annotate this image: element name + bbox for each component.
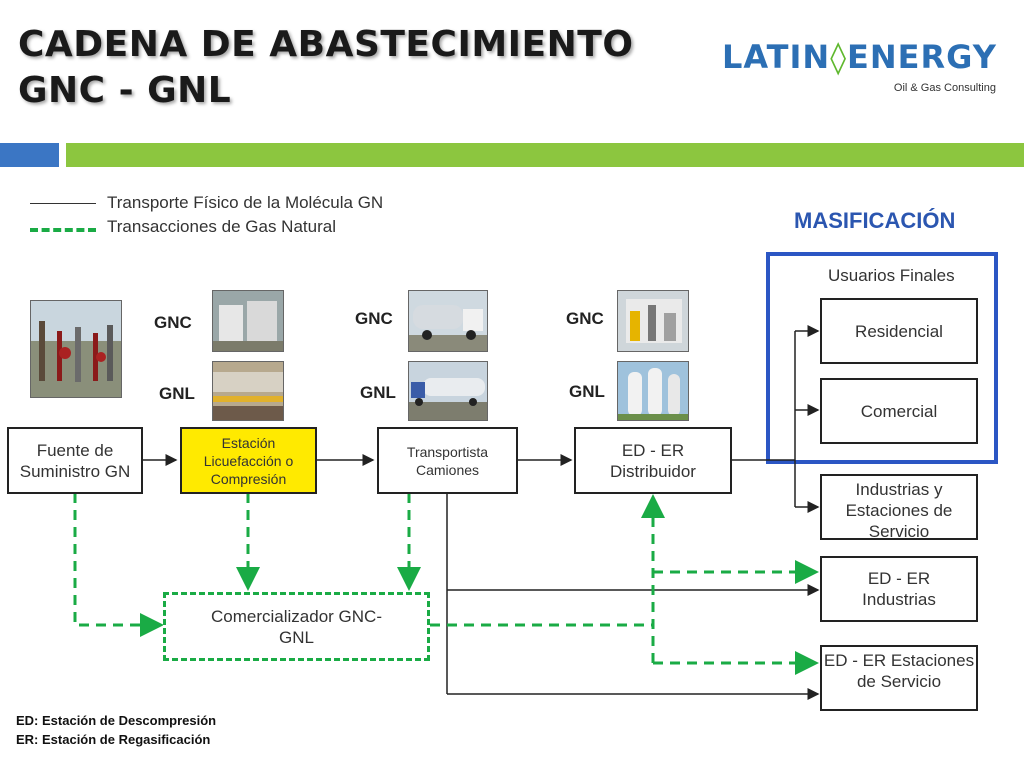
box-transportista: Transportista Camiones: [377, 427, 518, 494]
tag-gnl-2: GNL: [360, 383, 396, 402]
tag-gnl-3: GNL: [569, 382, 605, 401]
legend-dashed-line: [30, 228, 96, 232]
company-logo: LATIN◊ENERGY Oil & Gas Consulting: [722, 38, 1000, 100]
tag-gnc-3: GNC: [566, 309, 604, 328]
box-ed-er-industrias: ED - ER Industrias: [820, 556, 978, 622]
box-comercial: Comercial: [820, 378, 978, 444]
logo-subtitle: Oil & Gas Consulting: [893, 82, 996, 94]
title-line-1: CADENA DE ABASTECIMIENTO: [18, 24, 634, 65]
box-estacion-licuefaccion: Estación Licuefacción o Compresión: [180, 427, 317, 494]
gnc-truck-photo: [408, 290, 488, 352]
legend-solid-label: Transporte Físico de la Molécula GN: [107, 193, 384, 212]
box-residencial: Residencial: [820, 298, 978, 364]
page-title: CADENA DE ABASTECIMIENTO GNC - GNL: [18, 22, 633, 114]
masificacion-title: MASIFICACIÓN: [794, 208, 956, 233]
header-accent-blue: [0, 143, 59, 167]
gnc-station-photo: [212, 290, 284, 352]
gnl-distribution-photo: [617, 361, 689, 421]
title-line-2: GNC - GNL: [18, 70, 232, 111]
logo-wordmark: LATIN◊ENERGY: [722, 38, 997, 76]
usuarios-finales-label: Usuarios Finales: [828, 266, 955, 285]
box-industrias-estaciones: Industrias y Estaciones de Servicio: [820, 474, 978, 540]
footnote-er: ER: Estación de Regasificación: [16, 732, 211, 747]
tag-gnc-1: GNC: [154, 313, 192, 332]
legend-dashed-label: Transacciones de Gas Natural: [107, 217, 336, 236]
box-fuente-suministro: Fuente de Suministro GN: [7, 427, 143, 494]
masificacion-frame: [766, 252, 998, 464]
legend-solid-line: [30, 203, 96, 204]
gnl-station-photo: [212, 361, 284, 421]
gas-wellhead-photo: [30, 300, 122, 398]
tag-gnc-2: GNC: [355, 309, 393, 328]
box-ed-er-estaciones: ED - ER Estaciones de Servicio: [820, 645, 978, 711]
box-distribuidor: ED - ER Distribuidor: [574, 427, 732, 494]
footnote-ed: ED: Estación de Descompresión: [16, 713, 217, 728]
gnl-truck-photo: [408, 361, 488, 421]
flame-icon: ◊: [830, 38, 847, 76]
gnc-distribution-photo: [617, 290, 689, 352]
dash-fuente-comercializador: [73, 493, 164, 637]
tag-gnl-1: GNL: [159, 384, 195, 403]
header-accent-green: [66, 143, 1024, 167]
box-comercializador: Comercializador GNC-GNL: [163, 592, 430, 661]
